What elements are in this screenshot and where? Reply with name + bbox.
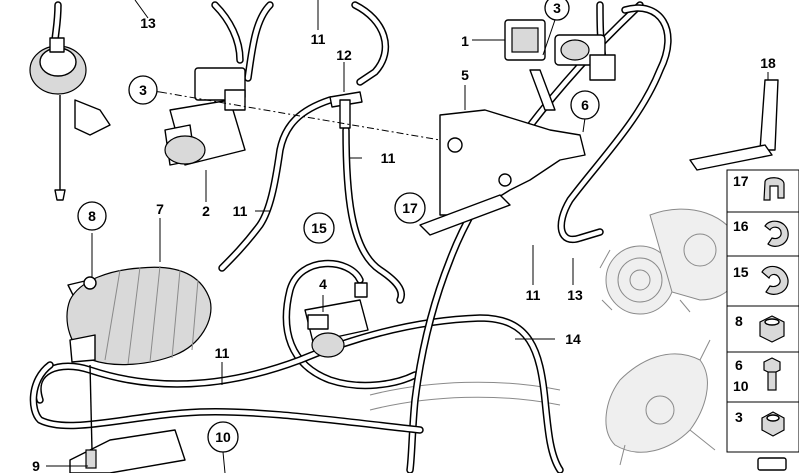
panel-label-6: 6 [735, 357, 743, 373]
clip-17-shape [763, 177, 785, 201]
bottom-bracket [69, 364, 186, 473]
bottom-pipe-outline [369, 381, 561, 411]
alignment-line [159, 91, 441, 141]
nut-8-top [764, 318, 780, 326]
callout-9: 9 [32, 458, 40, 473]
vacuum-reservoir-part-7 [66, 265, 212, 366]
panel-label-3: 3 [735, 409, 743, 425]
callout-11-bottom: 11 [215, 345, 230, 361]
solenoid-valve-part-2 [164, 67, 246, 166]
solenoid-valve-part-4 [304, 282, 369, 358]
callout-10-ring [207, 421, 239, 453]
hose-lines [29, 1, 672, 473]
clip-16-shape [764, 220, 789, 247]
callout-13: 13 [140, 15, 156, 31]
callout-18: 18 [760, 55, 776, 71]
clip-15-shape [761, 265, 789, 295]
callout-17-ring [394, 192, 426, 224]
callout-2: 2 [202, 203, 210, 219]
nut-3-top [766, 414, 780, 422]
pressure-converter-part-1 [504, 19, 616, 81]
intake-manifold-outline [605, 339, 716, 466]
callout-11-left: 11 [233, 203, 248, 219]
panel-label-8: 8 [735, 313, 743, 329]
t-connector-part-12 [329, 91, 363, 129]
panel-footer-icon [757, 457, 787, 471]
cable-tie-part-18 [689, 79, 779, 171]
callout-3-left: 3 [139, 82, 147, 98]
callout-15: 15 [311, 220, 327, 236]
callout-10: 10 [215, 429, 231, 445]
panel-label-17: 17 [733, 173, 749, 189]
panel-box-17 [726, 169, 799, 213]
callout-6: 6 [581, 97, 589, 113]
turbocharger-outline [599, 208, 743, 315]
callout-1: 1 [461, 33, 469, 49]
callout-17: 17 [402, 200, 418, 216]
bolt-6-shaft [767, 371, 777, 391]
callout-3: 3 [553, 0, 561, 16]
panel-box-6-10 [726, 351, 799, 403]
panel-label-15: 15 [733, 264, 749, 280]
callout-3-ring [544, 0, 570, 21]
callout-7: 7 [156, 201, 164, 217]
panel-label-16: 16 [733, 218, 749, 234]
callout-11-right: 11 [526, 287, 541, 303]
leader-lines [46, 0, 769, 473]
callout-13-right: 13 [567, 287, 583, 303]
callout-4: 4 [319, 276, 327, 292]
callouts: 13 11 3 1 12 3 5 6 18 11 2 11 17 8 7 15 … [32, 0, 776, 473]
callout-14: 14 [565, 331, 581, 347]
callout-8-ring [77, 201, 107, 231]
callout-11-mid: 11 [381, 150, 396, 166]
callout-3-ring-left [128, 75, 158, 105]
callout-6-ring [570, 90, 600, 120]
callout-11: 11 [311, 31, 326, 47]
callout-15-ring [303, 212, 335, 244]
mounting-bracket-part-5 [419, 69, 586, 236]
callout-8: 8 [88, 208, 96, 224]
parts-side-panel: 17 16 15 8 6 10 3 [726, 169, 799, 471]
callout-5: 5 [461, 67, 469, 83]
panel-label-10: 10 [733, 378, 749, 394]
vacuum-actuator [29, 37, 111, 201]
bolt-6-head [763, 357, 781, 375]
callout-12: 12 [336, 47, 352, 63]
